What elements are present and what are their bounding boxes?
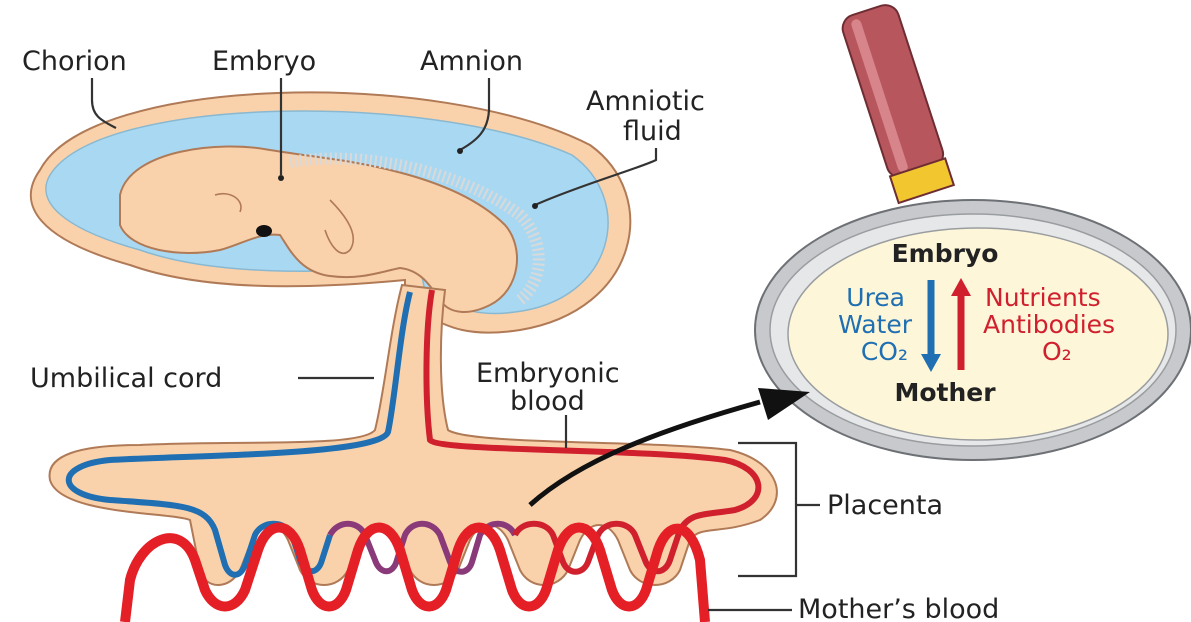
to-embryo-item-1: Nutrients xyxy=(985,283,1101,312)
amniotic-fluid-label-line1: Amniotic xyxy=(586,86,705,117)
amniotic-fluid-label-line2: fluid xyxy=(623,116,682,147)
to-mother-item-2: Water xyxy=(838,310,913,339)
amnion-label: Amnion xyxy=(420,46,523,77)
amniotic-fluid-leader-dot xyxy=(532,203,538,209)
umbilical-cord-label: Umbilical cord xyxy=(30,363,222,394)
lens-mother-label: Mother xyxy=(894,378,996,407)
embryo-label: Embryo xyxy=(212,46,316,77)
to-mother-item-1: Urea xyxy=(846,283,905,312)
amnion-leader-dot xyxy=(457,148,463,154)
to-embryo-item-3: O₂ xyxy=(1042,337,1072,366)
embryo-eye xyxy=(256,225,272,237)
mothers-blood-label: Mother’s blood xyxy=(798,594,999,622)
umbilical-cord-and-placenta xyxy=(50,285,777,622)
to-embryo-item-2: Antibodies xyxy=(983,310,1115,339)
embryonic-blood-label-line2: blood xyxy=(510,386,585,417)
embryo-leader-dot xyxy=(278,175,284,181)
to-mother-item-3: CO₂ xyxy=(861,337,908,366)
embryonic-blood-label-line1: Embryonic xyxy=(476,358,620,389)
lens-embryo-label: Embryo xyxy=(892,239,999,268)
chorion-label: Chorion xyxy=(22,46,127,77)
placenta-label: Placenta xyxy=(827,490,943,521)
